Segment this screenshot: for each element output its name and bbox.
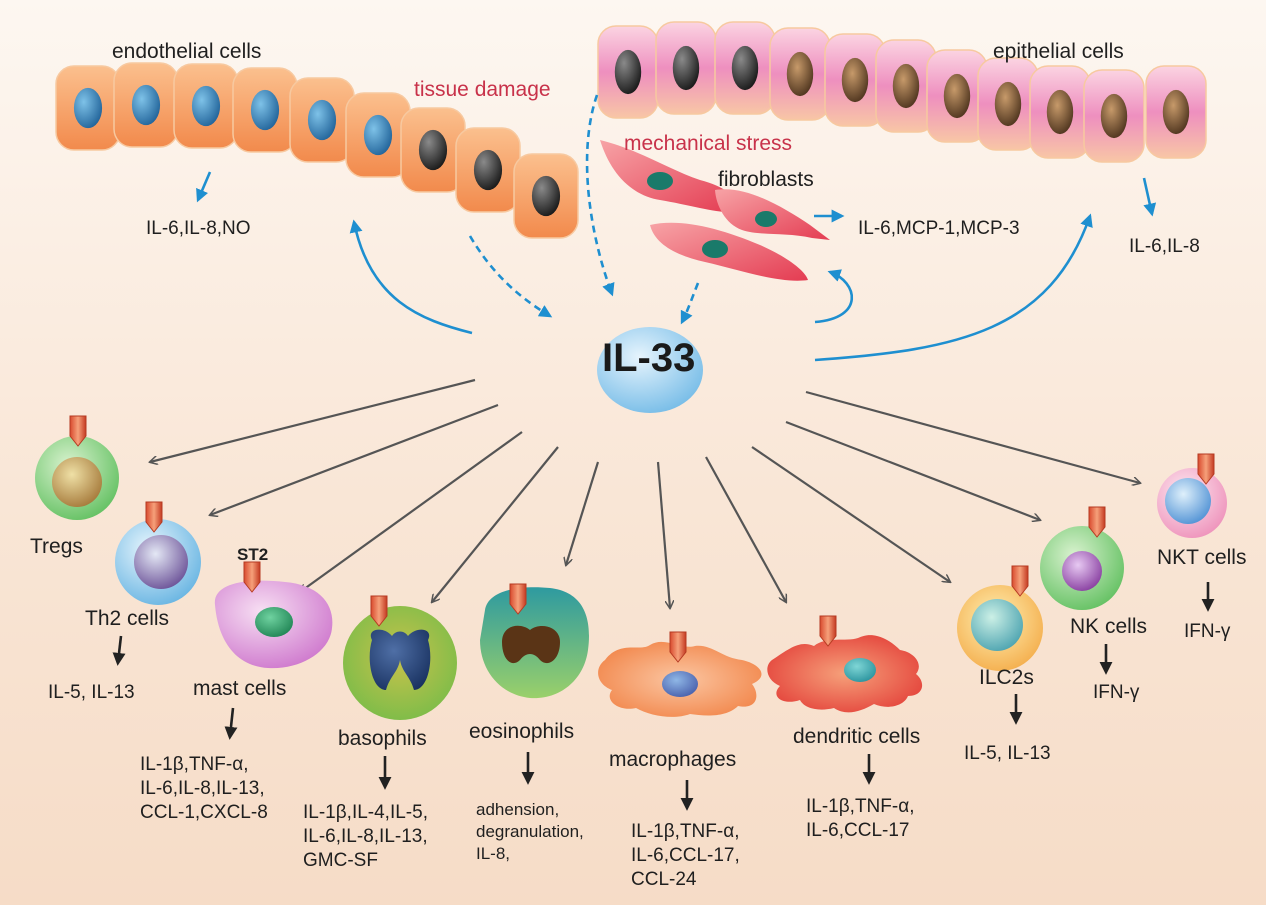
epithelial-cell-layer: [597, 21, 1207, 163]
epithelial-cell: [875, 39, 937, 133]
il33-node: [597, 327, 703, 413]
mast-cell: [214, 561, 333, 669]
epithelial-cell: [977, 57, 1039, 151]
epithelial-cell: [1145, 65, 1207, 159]
endothelial-cells-label: endothelial cells: [112, 40, 262, 63]
ilc2-cell: [957, 565, 1043, 671]
epithelial-products: IL-6,IL-8: [1129, 236, 1200, 257]
nkt-cells-label: NKT cells: [1157, 546, 1247, 569]
basophil-products: IL-1β,IL-4,IL-5, IL-6,IL-8,IL-13, GMC-SF: [303, 802, 428, 871]
blue-arrows: [196, 94, 1157, 362]
nk-cell: [1040, 506, 1124, 610]
endothelial-cell-layer: [55, 62, 579, 239]
treg-cell: [35, 415, 119, 520]
macrophages-label: macrophages: [609, 748, 737, 771]
mast-products: IL-1β,TNF-α, IL-6,IL-8,IL-13, CCL-1,CXCL…: [140, 754, 268, 823]
mechanical-stress-label: mechanical stress: [624, 132, 793, 155]
basophils-label: basophils: [338, 727, 427, 750]
epithelial-cell: [824, 33, 886, 127]
endothelial-cell: [55, 65, 121, 151]
epithelial-cell: [1083, 69, 1145, 163]
eosinophils-label: eosinophils: [469, 720, 575, 743]
epithelial-cell: [655, 21, 717, 115]
macrophage-cell: [598, 631, 762, 717]
tregs-label: Tregs: [30, 535, 83, 558]
endothelial-cell: [345, 92, 411, 178]
eosinophil-products: adhension, degranulation, IL-8,: [476, 800, 584, 863]
epithelial-cell: [714, 21, 776, 115]
nkt-products: IFN-γ: [1184, 621, 1231, 642]
macrophage-products: IL-1β,TNF-α, IL-6,CCL-17, CCL-24: [631, 821, 740, 890]
endothelial-cell: [455, 127, 521, 213]
endothelial-cell: [232, 67, 298, 153]
nkt-cell: [1157, 453, 1227, 538]
nk-cells-label: NK cells: [1070, 615, 1148, 638]
tissue-damage-label: tissue damage: [414, 78, 551, 101]
ilc2s-products: IL-5, IL-13: [964, 743, 1051, 764]
il33-label: IL-33: [602, 336, 696, 380]
epithelial-cells-label: epithelial cells: [993, 40, 1124, 63]
output-arrows: [112, 582, 1215, 811]
th2-label: Th2 cells: [85, 607, 170, 630]
fibroblasts-label: fibroblasts: [718, 168, 814, 191]
th2-cell: [115, 501, 201, 605]
nk-products: IFN-γ: [1093, 682, 1140, 703]
ilc2s-label: ILC2s: [979, 666, 1034, 689]
epithelial-cell: [597, 25, 659, 119]
fibroblast-group: [600, 140, 830, 281]
epithelial-cell: [926, 49, 988, 143]
endothelial-cell: [513, 153, 579, 239]
dendritic-cells-label: dendritic cells: [793, 725, 921, 748]
endothelial-products: IL-6,IL-8,NO: [146, 218, 251, 239]
fibroblast-products: IL-6,MCP-1,MCP-3: [858, 218, 1020, 239]
gray-arrows: [150, 378, 1140, 608]
endothelial-cell: [173, 63, 239, 149]
endothelial-cell: [113, 62, 179, 148]
dendritic-cell: [767, 615, 923, 713]
eosinophil-cell: [480, 583, 590, 699]
basophil-cell: [343, 595, 457, 720]
th2-products: IL-5, IL-13: [48, 682, 135, 703]
mast-cells-label: mast cells: [193, 677, 287, 700]
st2-label: ST2: [237, 545, 269, 564]
epithelial-cell: [769, 27, 831, 121]
epithelial-cell: [1029, 65, 1091, 159]
endothelial-cell: [289, 77, 355, 163]
dendritic-products: IL-1β,TNF-α, IL-6,CCL-17: [806, 796, 915, 841]
